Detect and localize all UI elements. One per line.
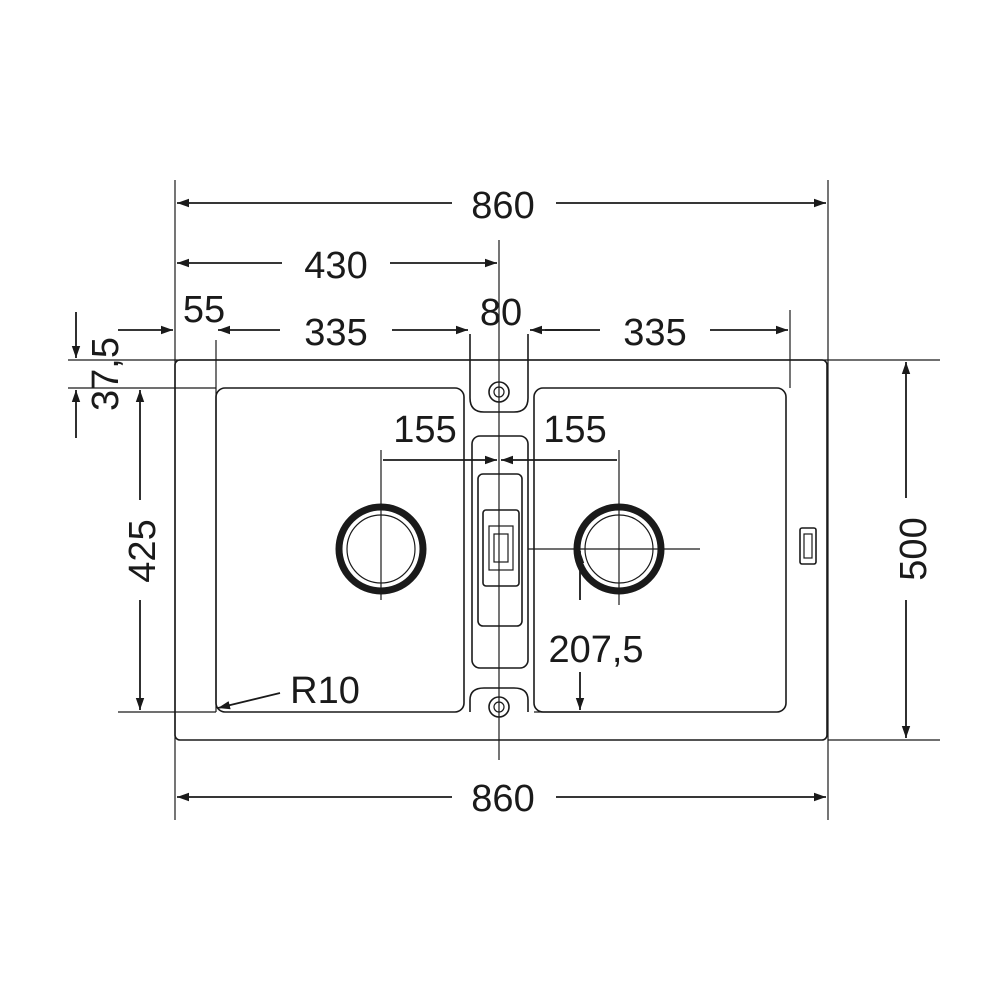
label-corner-radius: R10 — [290, 670, 360, 712]
extension-lines — [68, 180, 940, 820]
dim-line-corner-radius — [217, 692, 281, 710]
label-total-depth: 500 — [893, 517, 935, 580]
sink-body — [174, 334, 828, 741]
label-center-width: 80 — [480, 292, 522, 334]
overflow-cover-inner — [488, 525, 514, 571]
overflow-cover-core — [493, 533, 509, 563]
dimension-lines — [71, 198, 911, 802]
overflow-slot-outer — [471, 435, 529, 669]
label-top-offset: 37,5 — [85, 337, 127, 411]
label-bowl-depth: 425 — [122, 519, 164, 582]
right-tab-inner — [803, 533, 813, 559]
label-left-bowl-width: 335 — [304, 312, 367, 354]
label-left-margin: 55 — [183, 289, 225, 331]
sink-outer-outline — [174, 359, 828, 741]
label-half-width: 430 — [304, 245, 367, 287]
dimension-labels: 860 430 55 335 80 335 37,5 425 500 155 1… — [85, 185, 935, 820]
label-drain-depth-offset: 207,5 — [548, 629, 643, 671]
overflow-cover — [482, 509, 520, 587]
label-right-bowl-width: 335 — [623, 312, 686, 354]
right-bowl-outline — [533, 387, 787, 713]
label-total-width-top: 860 — [471, 185, 534, 227]
label-drain-offset-left: 155 — [393, 409, 456, 451]
overflow-slot-inner — [477, 473, 523, 627]
label-drain-offset-right: 155 — [543, 409, 606, 451]
right-tab — [799, 527, 817, 565]
label-total-width-bottom: 860 — [471, 778, 534, 820]
